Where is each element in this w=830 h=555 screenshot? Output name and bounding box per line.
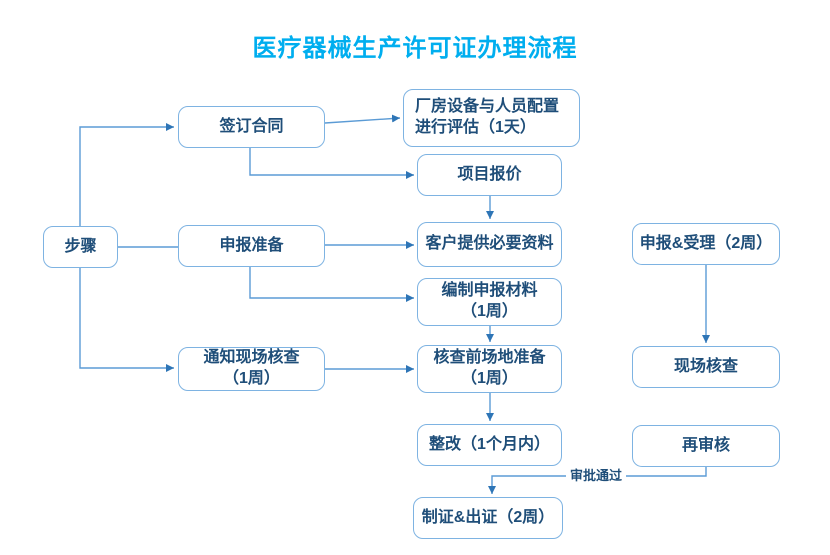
node-label: 申报&受理（2周）	[639, 234, 773, 252]
node-re-review: 再审核	[632, 425, 780, 467]
node-notify-inspection: 通知现场核查 （1周）	[178, 347, 325, 391]
node-declare-prep: 申报准备	[178, 225, 325, 267]
node-label: 现场核查	[673, 357, 738, 375]
edge-label-approval-passed: 审批通过	[566, 468, 627, 484]
node-customer-materials: 客户提供必要资料	[417, 222, 562, 267]
node-site-prep: 核查前场地准备 （1周）	[417, 345, 562, 393]
node-label: 编制申报材料 （1周）	[441, 282, 538, 320]
edge-steps-to-sign-contract	[79, 123, 174, 226]
edge-sign-contract-to-assess	[324, 114, 401, 124]
node-label: 申报准备	[219, 236, 284, 254]
page-title: 医疗器械生产许可证办理流程	[252, 35, 578, 62]
node-declare-accept: 申报&受理（2周）	[632, 223, 780, 265]
node-label: 客户提供必要资料	[425, 235, 554, 253]
edge-steps-to-notify-inspection	[79, 268, 174, 372]
edge-sign-contract-to-quote	[249, 148, 414, 179]
node-label: 厂房设备与人员配置 进行评估（1天）	[415, 98, 560, 136]
node-label: 再审核	[681, 436, 730, 454]
edge-declare-prep-to-prepare-materials	[249, 267, 414, 302]
node-label: 整改（1个月内）	[429, 435, 550, 453]
node-issue-cert: 制证&出证（2周）	[413, 497, 563, 539]
node-prepare-materials: 编制申报材料 （1周）	[417, 278, 562, 326]
node-label: 项目报价	[457, 165, 522, 183]
node-label: 签订合同	[219, 117, 284, 135]
node-rectify: 整改（1个月内）	[417, 424, 562, 466]
node-label: 步骤	[64, 237, 97, 255]
node-assess: 厂房设备与人员配置 进行评估（1天）	[403, 89, 580, 147]
node-quote: 项目报价	[417, 154, 562, 196]
node-sign-contract: 签订合同	[178, 106, 325, 148]
node-steps: 步骤	[43, 226, 118, 268]
node-onsite-inspection: 现场核查	[632, 346, 780, 388]
node-label: 核查前场地准备 （1周）	[433, 349, 546, 387]
node-label: 通知现场核查 （1周）	[203, 349, 300, 387]
node-label: 制证&出证（2周）	[421, 508, 555, 526]
